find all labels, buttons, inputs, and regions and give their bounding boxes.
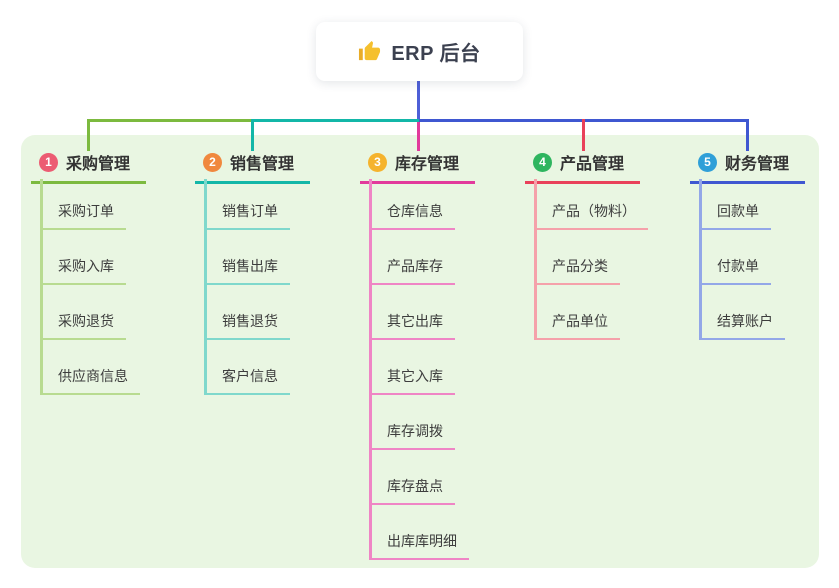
child-node[interactable]: 结算账户	[699, 311, 785, 340]
badge-3: 3	[368, 152, 387, 172]
child-node[interactable]: 出库库明细	[369, 531, 469, 560]
child-node[interactable]: 采购入库	[40, 256, 126, 285]
child-node[interactable]: 产品（物料）	[534, 201, 648, 230]
branch-node-inventory[interactable]: 3 库存管理	[360, 148, 475, 184]
badge-1: 1	[39, 152, 58, 172]
child-node[interactable]: 供应商信息	[40, 366, 140, 395]
child-node[interactable]: 产品库存	[369, 256, 455, 285]
root-node[interactable]: ERP 后台	[316, 22, 523, 81]
badge-4: 4	[533, 152, 552, 172]
child-node[interactable]: 回款单	[699, 201, 771, 230]
child-node[interactable]: 客户信息	[204, 366, 290, 395]
child-node[interactable]: 其它出库	[369, 311, 455, 340]
child-node[interactable]: 其它入库	[369, 366, 455, 395]
child-connector-sales	[204, 179, 207, 395]
badge-5: 5	[698, 152, 717, 172]
child-node[interactable]: 仓库信息	[369, 201, 455, 230]
child-node[interactable]: 付款单	[699, 256, 771, 285]
child-node[interactable]: 采购订单	[40, 201, 126, 230]
drop-purchase-line	[87, 119, 90, 151]
child-node[interactable]: 采购退货	[40, 311, 126, 340]
child-node[interactable]: 销售退货	[204, 311, 290, 340]
branch-label: 库存管理	[395, 156, 460, 173]
child-connector-product	[534, 179, 537, 340]
child-node[interactable]: 销售出库	[204, 256, 290, 285]
branch-label: 财务管理	[725, 156, 790, 173]
child-connector-purchase	[40, 179, 43, 395]
child-node[interactable]: 产品分类	[534, 256, 620, 285]
child-connector-inventory	[369, 179, 372, 560]
badge-2: 2	[203, 152, 222, 172]
thumbs-up-icon	[359, 40, 381, 61]
root-title: ERP 后台	[391, 43, 481, 65]
drop-product-line	[582, 119, 585, 151]
background-panel	[21, 135, 819, 568]
child-node[interactable]: 产品单位	[534, 311, 620, 340]
connector-sales-line	[251, 119, 420, 122]
branch-node-finance[interactable]: 5 财务管理	[690, 148, 805, 184]
drop-inventory-line	[417, 122, 420, 151]
branch-label: 销售管理	[230, 156, 295, 173]
branch-node-product[interactable]: 4 产品管理	[525, 148, 640, 184]
branch-node-purchase[interactable]: 1 采购管理	[31, 148, 146, 184]
child-node[interactable]: 库存调拨	[369, 421, 455, 450]
branch-label: 采购管理	[66, 156, 131, 173]
child-node[interactable]: 库存盘点	[369, 476, 455, 505]
root-connector-line	[417, 81, 420, 121]
drop-finance-line	[746, 119, 749, 151]
branch-label: 产品管理	[560, 156, 625, 173]
branch-node-sales[interactable]: 2 销售管理	[195, 148, 310, 184]
drop-sales-line	[251, 119, 254, 151]
child-connector-finance	[699, 179, 702, 340]
child-node[interactable]: 销售订单	[204, 201, 290, 230]
